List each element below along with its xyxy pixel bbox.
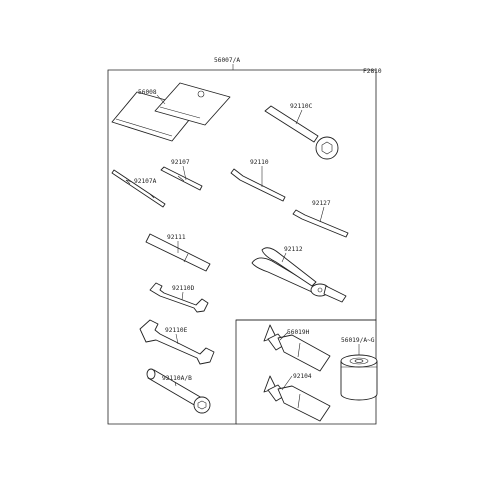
label-handle-bar: 92111	[167, 234, 186, 241]
label-hex-wrench-large: 92110	[250, 159, 269, 166]
open-wrench-large[interactable]	[139, 319, 215, 365]
tool-bag[interactable]	[111, 82, 231, 142]
screwdriver-bit[interactable]	[160, 166, 203, 191]
label-grease-tube-b: 92104	[293, 373, 312, 380]
label-tool-bag: 56008	[138, 89, 157, 96]
label-pliers: 92112	[284, 246, 303, 253]
sheet-code: F2810	[363, 68, 382, 75]
pliers[interactable]	[251, 247, 347, 303]
grease-tube-b[interactable]	[263, 375, 331, 422]
label-grease-tube-a: 56019H	[287, 329, 310, 336]
screwdriver-handle[interactable]	[111, 169, 166, 208]
kit-label: 56007/A	[214, 57, 240, 64]
grease-tube-a[interactable]	[263, 324, 331, 372]
hex-wrench-small[interactable]	[292, 209, 349, 238]
oil-filter[interactable]	[340, 354, 378, 401]
label-open-wrench-large: 92110E	[165, 327, 188, 334]
label-hex-wrench-small: 92127	[312, 200, 331, 207]
label-oil-filter: 56019/A~G	[341, 337, 375, 344]
leader-lines	[125, 94, 360, 391]
ring-wrench[interactable]	[264, 105, 339, 160]
hex-wrench-large[interactable]	[230, 168, 286, 202]
open-wrench-small[interactable]	[149, 282, 209, 313]
label-screwdriver-bit: 92107	[171, 159, 190, 166]
label-ring-wrench: 92110C	[290, 103, 313, 110]
label-box-wrench: 92110A/B	[162, 375, 192, 382]
box-wrench[interactable]	[146, 368, 211, 414]
label-screwdriver-handle: 92107A	[134, 178, 157, 185]
label-open-wrench-small: 92110D	[172, 285, 195, 292]
